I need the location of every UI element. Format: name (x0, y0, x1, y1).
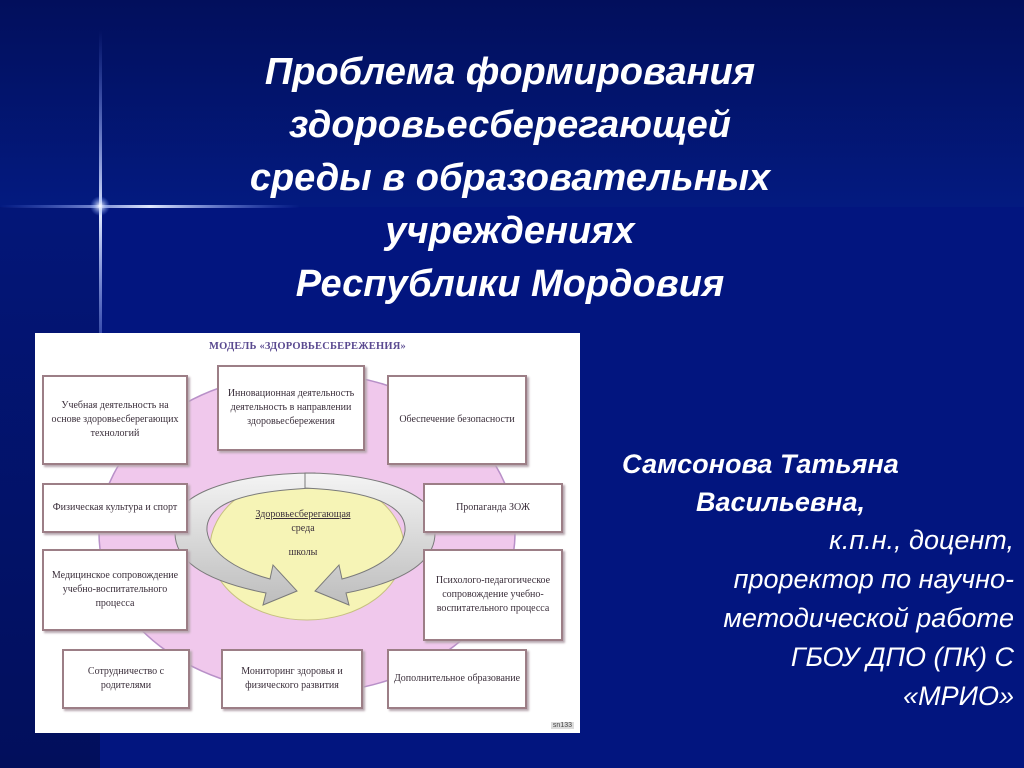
center-label: Здоровьесберегающая среда школы (223, 508, 383, 560)
author-name-line2: Васильевна, (696, 487, 866, 517)
box-physical-culture: Физическая культура и спорт (42, 483, 188, 533)
center-line: Здоровьесберегающая (255, 509, 351, 520)
title-line: среды в образовательных (249, 157, 771, 199)
box-label: Учебная деятельность на основе здоровьес… (51, 400, 179, 439)
author-role-line: методической работе (723, 603, 1014, 633)
box-safety: Обеспечение безопасности (387, 375, 527, 465)
box-label: Обеспечение безопасности (399, 414, 515, 425)
box-label: Сотрудничество с родителями (87, 666, 165, 691)
title-line: учреждениях (385, 210, 635, 252)
box-medical-support: Медицинское сопровождение учебно-воспита… (42, 549, 188, 631)
box-additional-education: Дополнительное образование (387, 649, 527, 709)
box-healthy-lifestyle: Пропаганда ЗОЖ (423, 483, 563, 533)
center-line (223, 536, 383, 546)
author-name-line1: Самсонова Татьяна (622, 449, 899, 479)
box-label: Мониторинг здоровья и физического развит… (241, 666, 343, 691)
box-label: Пропаганда ЗОЖ (456, 502, 530, 513)
center-line: школы (288, 547, 318, 558)
image-stamp: sn133 (550, 722, 574, 729)
box-innovation-activity: Инновационная деятельность деятельность … (217, 365, 365, 451)
box-label: Инновационная деятельность деятельность … (227, 388, 355, 427)
box-label: Физическая культура и спорт (52, 502, 178, 513)
author-block: Самсонова Татьяна Васильевна, к.п.н., до… (614, 445, 1014, 716)
health-model-diagram: МОДЕЛЬ «ЗДОРОВЬЕСБЕРЕЖЕНИЯ» Здоровьесбер… (35, 333, 580, 733)
box-parent-cooperation: Сотрудничество с родителями (62, 649, 190, 709)
box-health-monitoring: Мониторинг здоровья и физического развит… (221, 649, 363, 709)
left-circular-arrow (173, 472, 316, 606)
title-line: Проблема формирования (264, 51, 756, 93)
box-label: Медицинское сопровождение учебно-воспита… (51, 570, 179, 609)
background-top-band (0, 0, 1024, 207)
center-line: среда (291, 523, 315, 534)
title-line: Республики Мордовия (295, 263, 725, 305)
right-circular-arrow (304, 472, 437, 606)
diagram-title: МОДЕЛЬ «ЗДОРОВЬЕСБЕРЕЖЕНИЯ» (209, 341, 406, 352)
title-line: здоровьесберегающей (289, 104, 731, 146)
slide-title: Проблема формирования здоровьесберегающе… (180, 46, 840, 311)
box-label: Психолого-педагогическое сопровождение у… (435, 575, 551, 614)
author-role-line: ГБОУ ДПО (ПК) С (790, 642, 1014, 672)
author-role-line: «МРИО» (903, 681, 1014, 711)
author-role-line: проректор по научно- (733, 564, 1014, 594)
author-role-line: к.п.н., доцент, (829, 525, 1014, 555)
box-psychological-support: Психолого-педагогическое сопровождение у… (423, 549, 563, 641)
box-label: Дополнительное образование (393, 673, 521, 684)
box-educational-activity: Учебная деятельность на основе здоровьес… (42, 375, 188, 465)
